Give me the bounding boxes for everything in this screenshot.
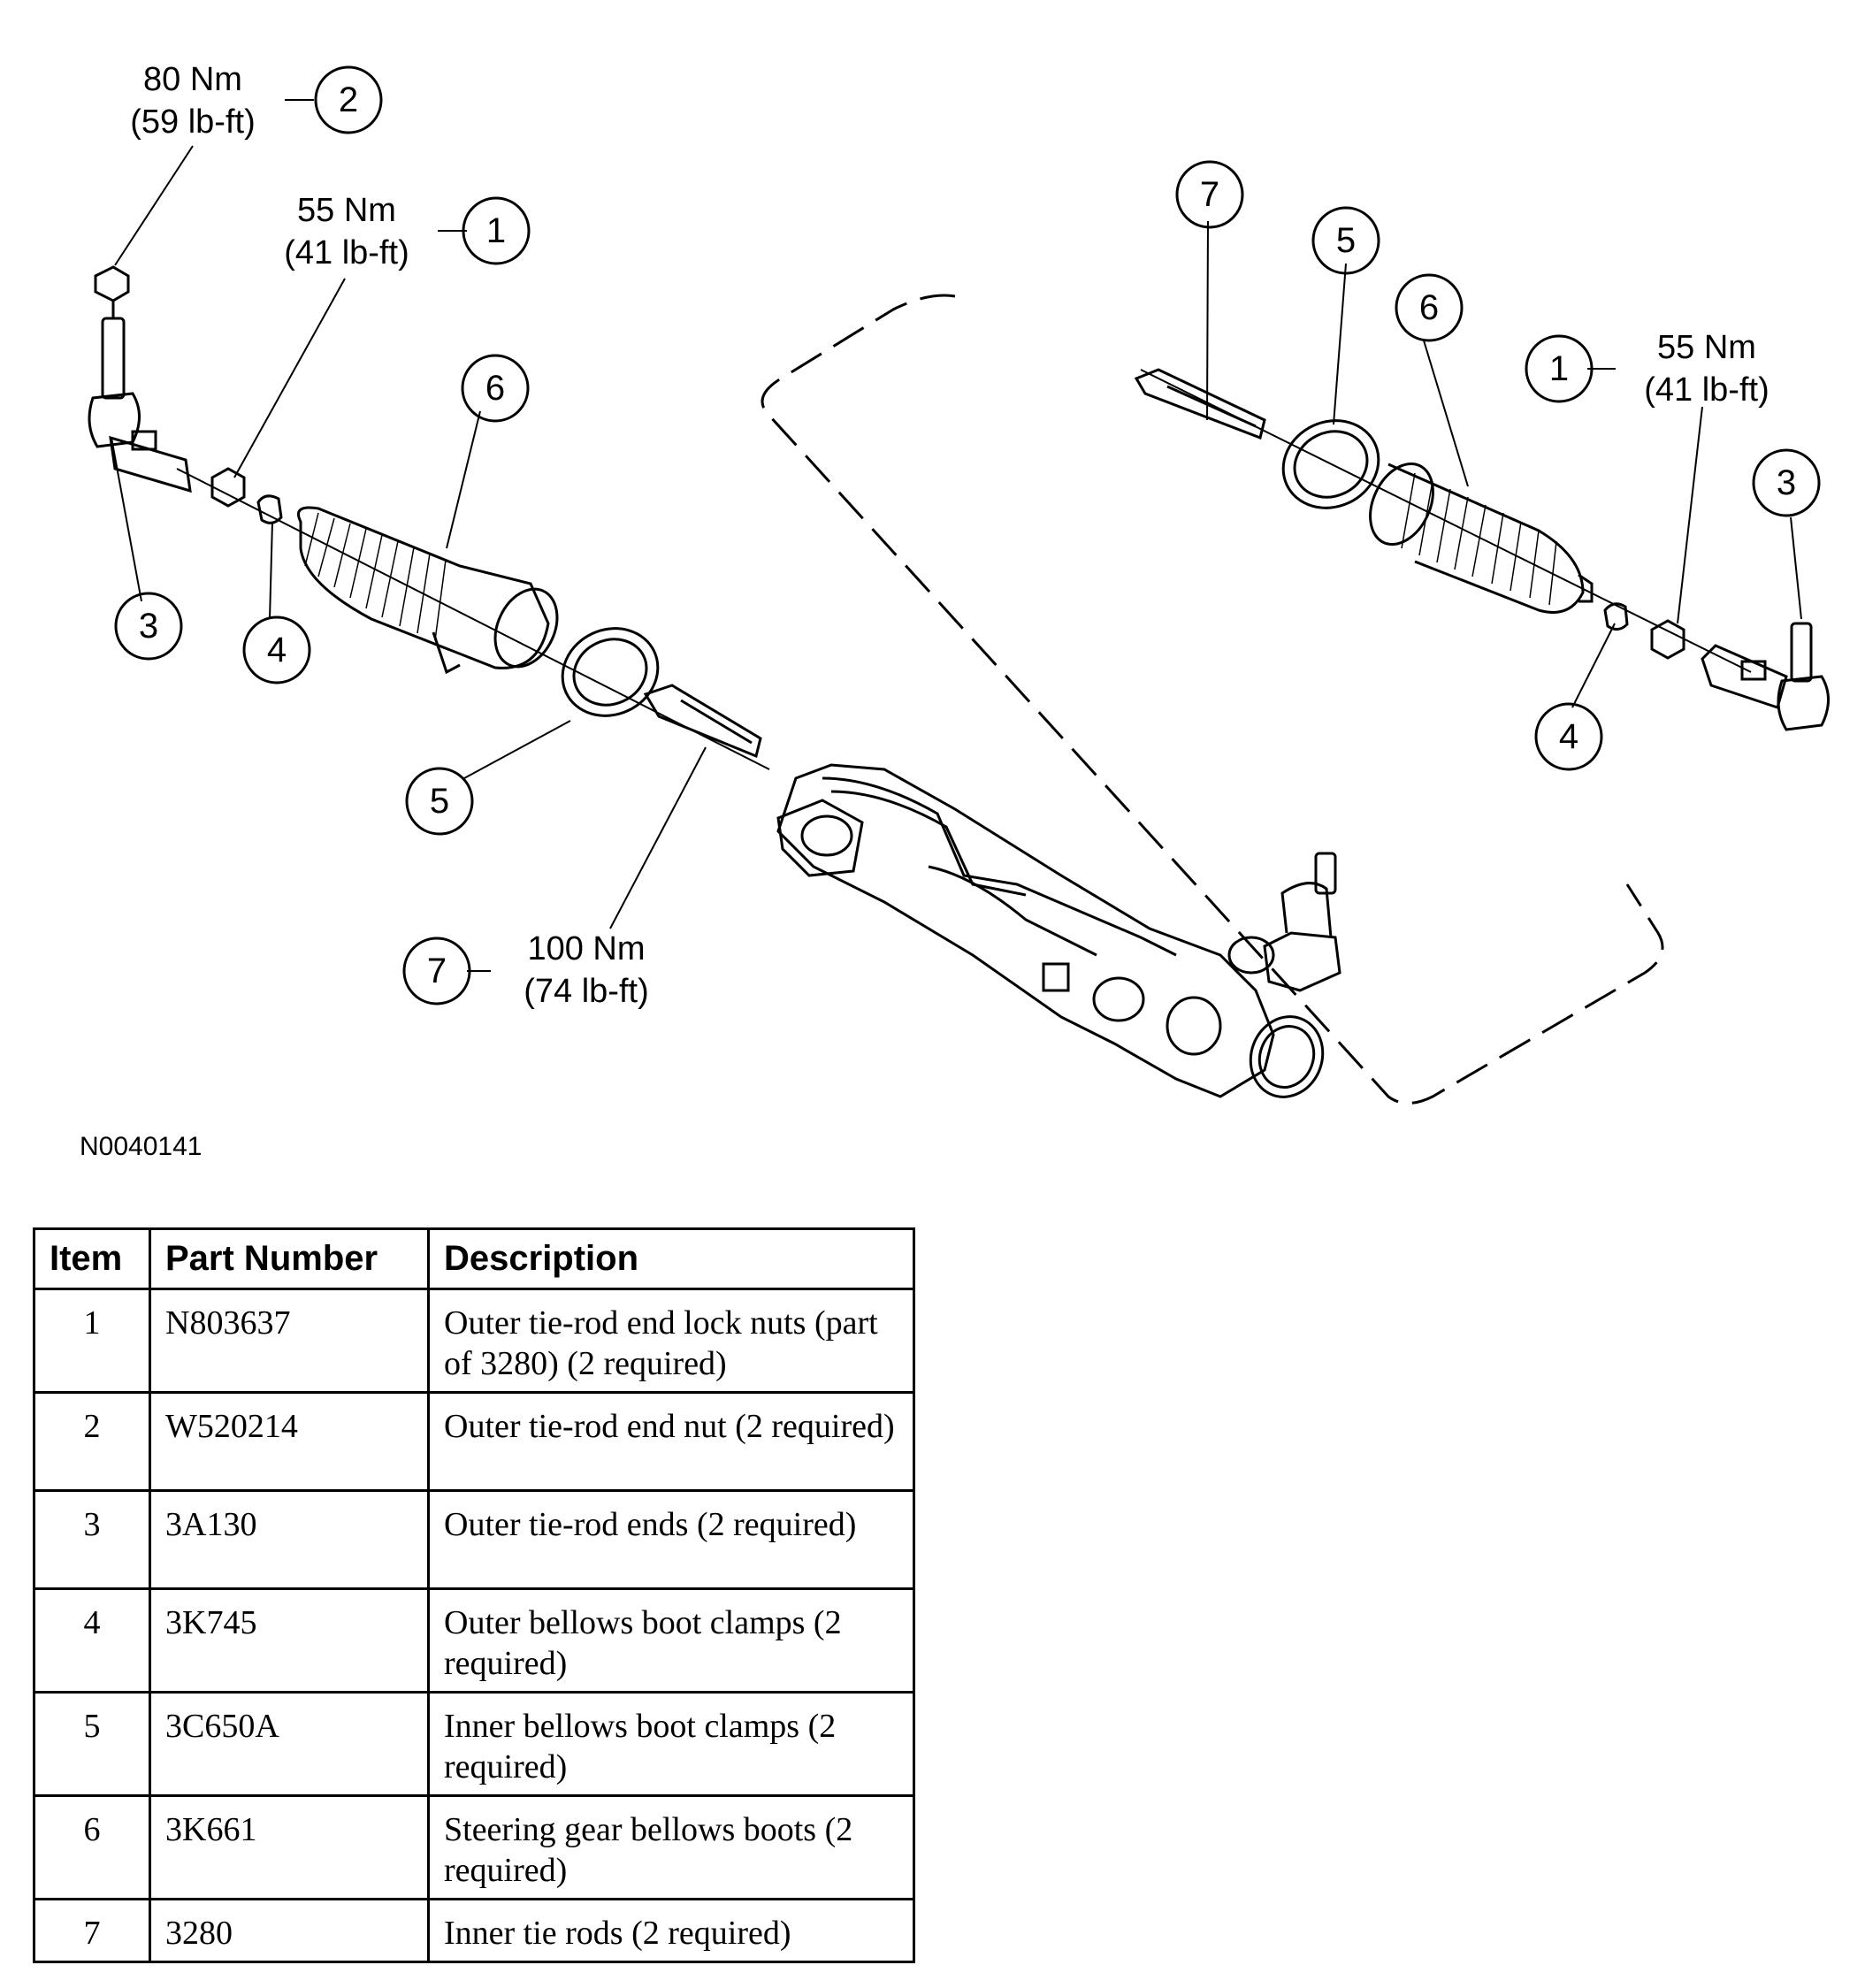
cell-part-number: N803637 bbox=[149, 1288, 430, 1394]
cell-item: 3 bbox=[33, 1489, 151, 1590]
torque-lbft-41-left: (41 lb-ft) bbox=[284, 234, 409, 271]
callout-7-left: 7 bbox=[427, 952, 447, 990]
callout-6-right: 6 bbox=[1419, 288, 1439, 327]
callout-3-left: 3 bbox=[139, 607, 158, 646]
cell-part-number: 3K745 bbox=[149, 1587, 430, 1694]
cell-description: Outer bellows boot clamps (2 required) bbox=[427, 1587, 915, 1694]
outer-tie-rod-lock-nut-left bbox=[210, 467, 246, 508]
bellows-boot-left bbox=[297, 506, 559, 675]
torque-nm-80: 80 Nm bbox=[143, 61, 242, 98]
outer-tie-rod-end-left bbox=[88, 317, 192, 493]
inner-boot-clamp-left bbox=[561, 627, 660, 717]
cell-item: 7 bbox=[33, 1898, 151, 1963]
table-row: 2 W520214 Outer tie-rod end nut (2 requi… bbox=[33, 1391, 915, 1492]
torque-lbft-74: (74 lb-ft) bbox=[524, 973, 648, 1010]
table-row: 7 3280 Inner tie rods (2 required) bbox=[33, 1898, 915, 1963]
table-row: 1 N803637 Outer tie-rod end lock nuts (p… bbox=[33, 1288, 915, 1394]
left-centerline bbox=[176, 468, 770, 770]
cell-description: Outer tie-rod end lock nuts (part of 328… bbox=[427, 1288, 915, 1394]
callout-4-right: 4 bbox=[1559, 717, 1578, 756]
figure-id: N0040141 bbox=[80, 1132, 203, 1161]
callout-4-left: 4 bbox=[267, 631, 287, 669]
cell-part-number: W520214 bbox=[149, 1391, 430, 1492]
torque-lbft-41-right: (41 lb-ft) bbox=[1644, 371, 1769, 409]
table-row: 4 3K745 Outer bellows boot clamps (2 req… bbox=[33, 1587, 915, 1694]
cell-description: Outer tie-rod end nut (2 required) bbox=[427, 1391, 915, 1492]
parts-table: Item Part Number Description 1 N803637 O… bbox=[33, 1227, 915, 1963]
cell-description: Outer tie-rod ends (2 required) bbox=[427, 1489, 915, 1590]
table-row: 6 3K661 Steering gear bellows boots (2 r… bbox=[33, 1794, 915, 1900]
table-header-row: Item Part Number Description bbox=[33, 1227, 915, 1290]
outer-boot-clamp-left bbox=[256, 494, 283, 524]
header-item: Item bbox=[33, 1227, 151, 1290]
outer-tie-rod-end-right bbox=[1701, 622, 1830, 731]
callout-1-left: 1 bbox=[486, 211, 506, 250]
header-part-number: Part Number bbox=[149, 1227, 430, 1290]
cell-description: Inner tie rods (2 required) bbox=[427, 1898, 915, 1963]
outer-tie-rod-end-nut-left bbox=[94, 265, 130, 318]
torque-nm-55-right: 55 Nm bbox=[1657, 329, 1756, 366]
cell-item: 1 bbox=[33, 1288, 151, 1394]
inner-tie-rod-left bbox=[643, 684, 762, 759]
header-description: Description bbox=[427, 1227, 915, 1290]
cell-description: Steering gear bellows boots (2 required) bbox=[427, 1794, 915, 1900]
cell-item: 6 bbox=[33, 1794, 151, 1900]
outer-tie-rod-lock-nut-right bbox=[1650, 619, 1685, 660]
cell-item: 2 bbox=[33, 1391, 151, 1492]
steering-gear-exploded-diagram: 80 Nm (59 lb-ft) 55 Nm (41 lb-ft) 55 Nm … bbox=[88, 61, 1830, 1105]
callout-1-right: 1 bbox=[1549, 349, 1569, 388]
cell-part-number: 3A130 bbox=[149, 1489, 430, 1590]
callout-circles bbox=[114, 65, 1821, 1005]
torque-nm-100: 100 Nm bbox=[527, 930, 645, 967]
inner-boot-clamp-right bbox=[1281, 419, 1380, 509]
callout-7-right: 7 bbox=[1200, 175, 1219, 214]
table-row: 3 3A130 Outer tie-rod ends (2 required) bbox=[33, 1489, 915, 1590]
torque-lbft-59: (59 lb-ft) bbox=[130, 103, 255, 141]
dashed-enclosure bbox=[761, 294, 1664, 1105]
callout-6-left: 6 bbox=[485, 369, 505, 408]
inner-tie-rod-right bbox=[1134, 368, 1266, 440]
callout-2: 2 bbox=[339, 80, 358, 119]
callout-5-left: 5 bbox=[430, 782, 449, 821]
cell-part-number: 3K661 bbox=[149, 1794, 430, 1900]
table-row: 5 3C650A Inner bellows boot clamps (2 re… bbox=[33, 1691, 915, 1797]
steering-gear-housing bbox=[776, 763, 1341, 1098]
cell-description: Inner bellows boot clamps (2 required) bbox=[427, 1691, 915, 1797]
cell-item: 4 bbox=[33, 1587, 151, 1694]
torque-nm-55-left: 55 Nm bbox=[297, 192, 396, 229]
bellows-boot-right bbox=[1369, 462, 1594, 614]
cell-part-number: 3280 bbox=[149, 1898, 430, 1963]
cell-part-number: 3C650A bbox=[149, 1691, 430, 1797]
cell-item: 5 bbox=[33, 1691, 151, 1797]
callout-3-right: 3 bbox=[1777, 463, 1796, 502]
outer-boot-clamp-right bbox=[1603, 602, 1629, 631]
callout-5-right: 5 bbox=[1336, 221, 1356, 260]
